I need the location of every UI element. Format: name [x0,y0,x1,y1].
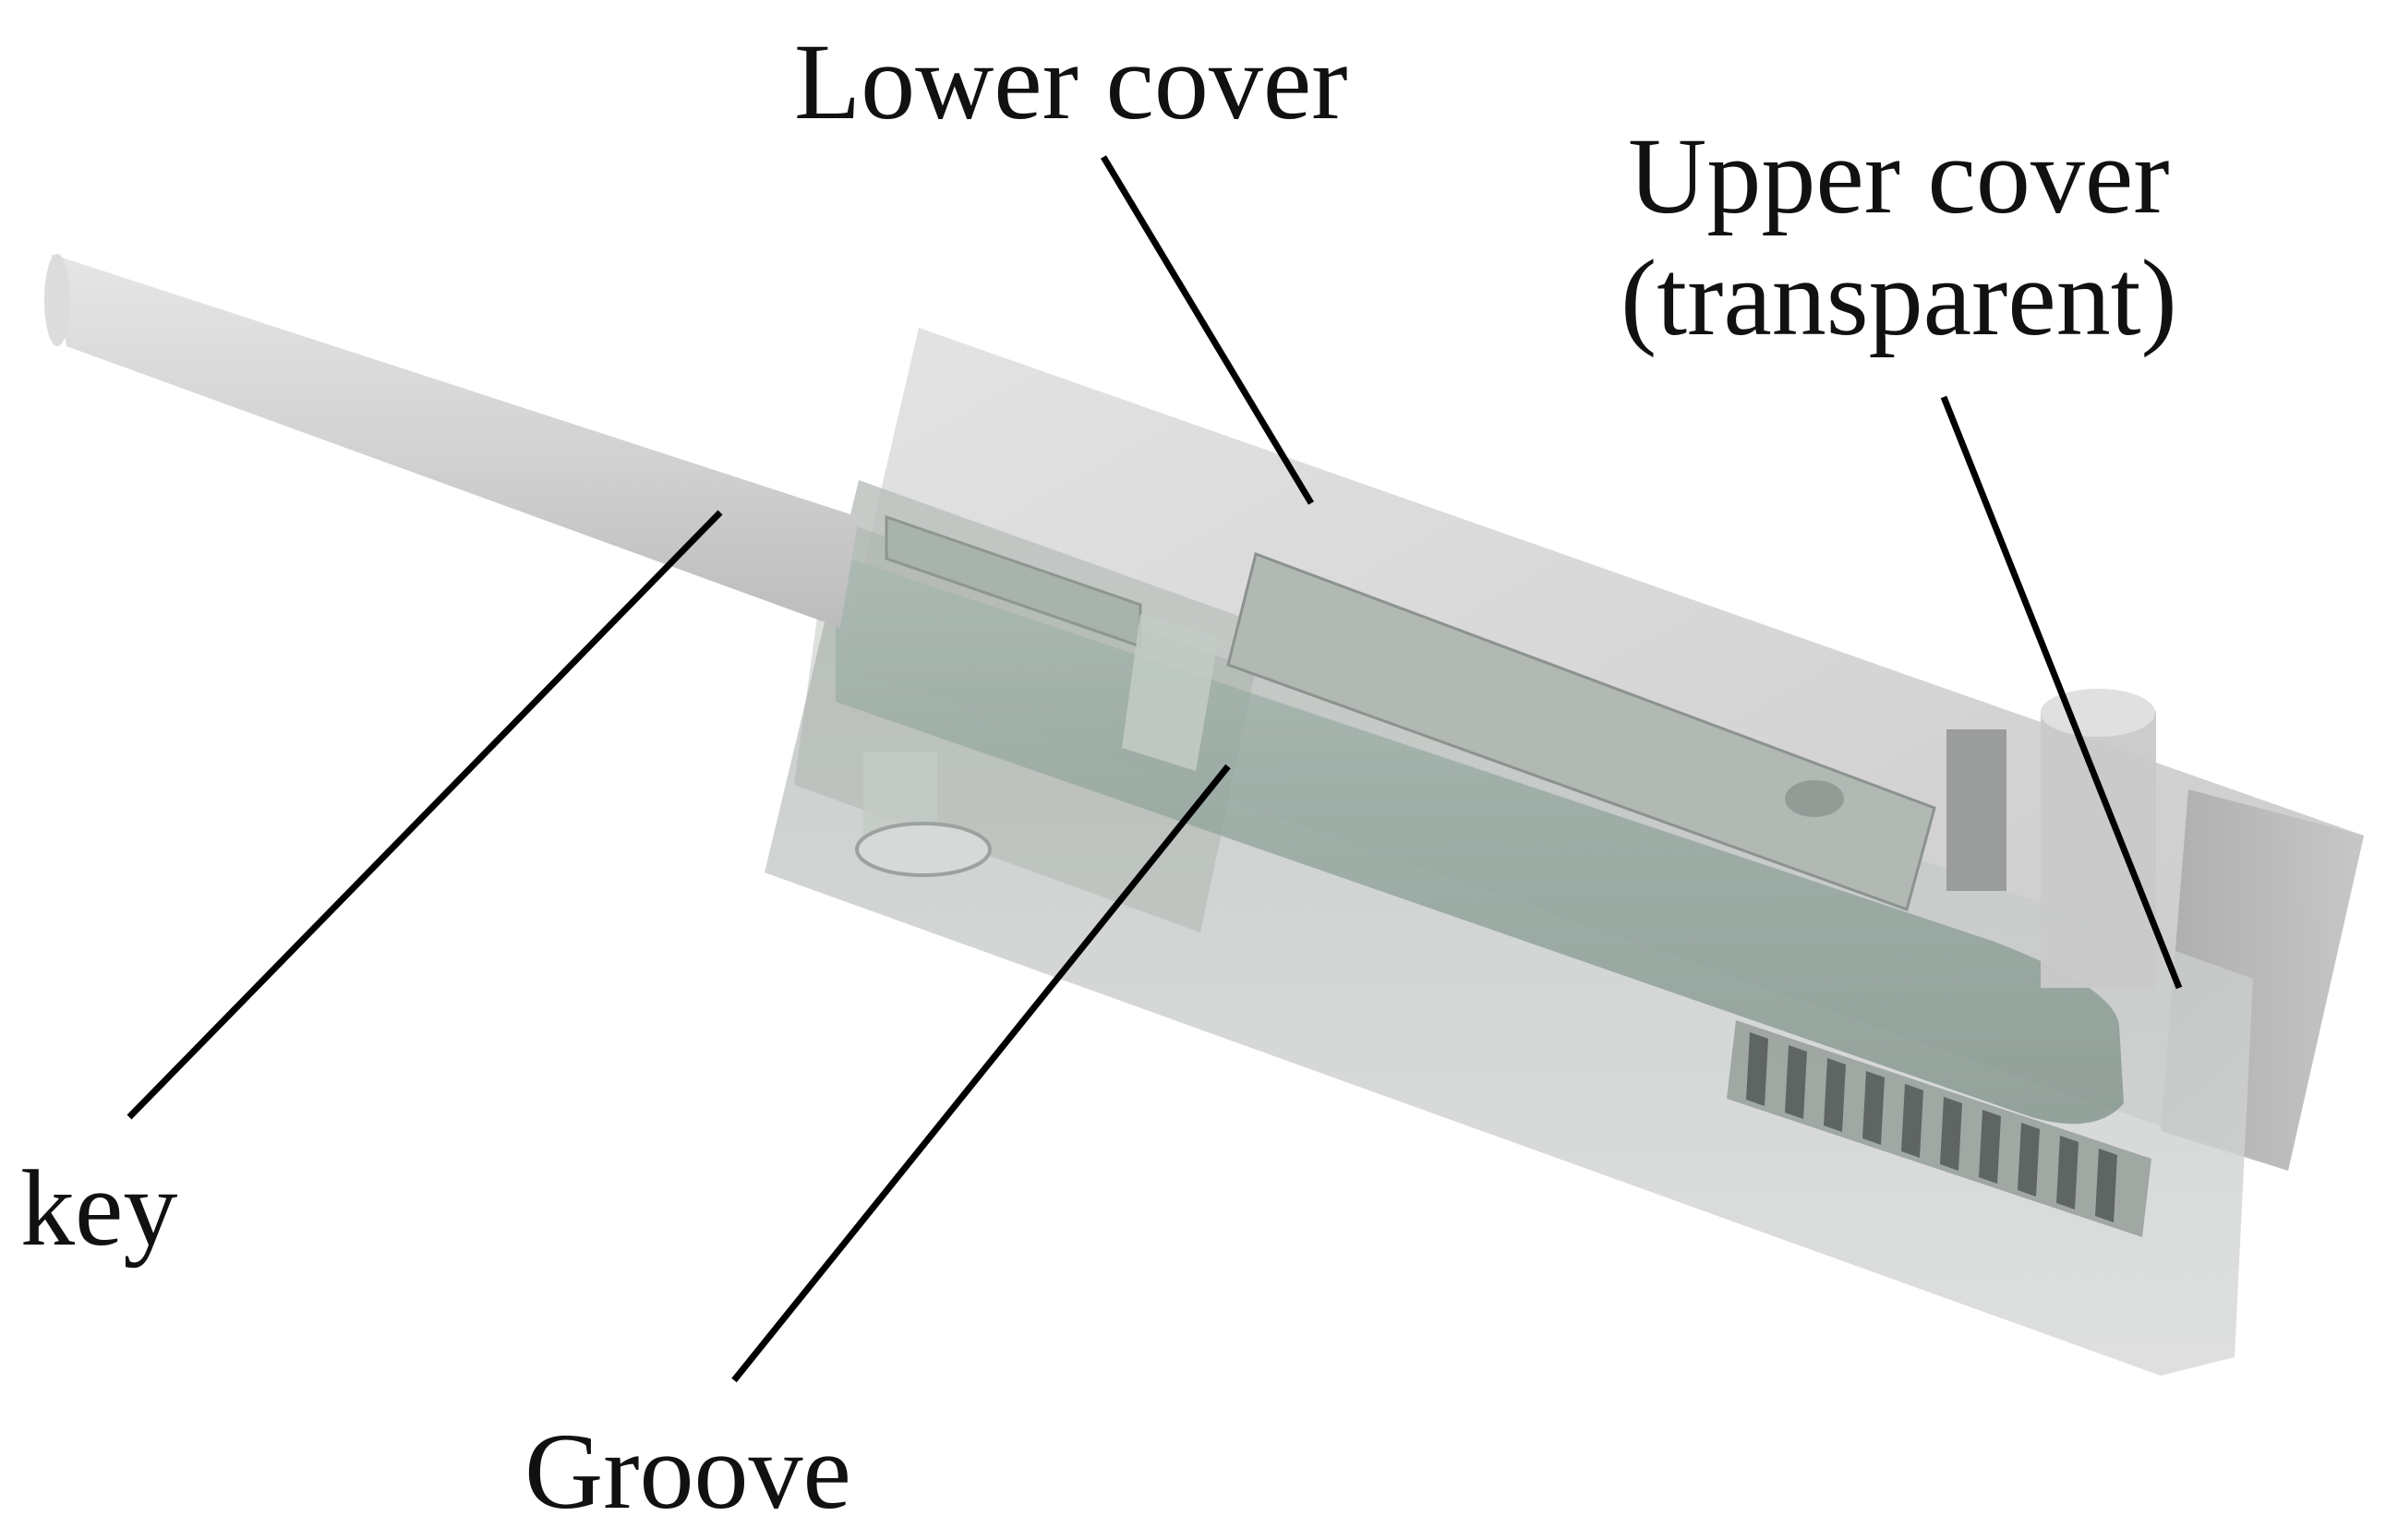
comb-tooth [1940,1097,1962,1171]
leader-key [127,510,723,1120]
key-rod-shaft [51,254,859,628]
upper-cover-label-line2: (transparent) [1621,237,2177,359]
comb-tooth [1979,1110,2001,1184]
groove-label: Groove [524,1411,851,1532]
leader-upper-cover [1940,395,2183,990]
comb-tooth [1746,1032,1768,1106]
side-post-top [855,822,992,877]
pin-cylinder-top [2041,689,2155,737]
leader-lines [127,155,2183,1383]
comb-tooth [2018,1123,2040,1197]
comb-tooth [1785,1045,1807,1119]
comb-tooth [1824,1058,1846,1132]
leader-lower-cover [1100,155,1315,505]
key-rod-end [44,254,70,346]
side-post [855,752,992,877]
upper-cover-label-line1: Upper cover [1628,115,2170,236]
pin-cylinder [2041,711,2156,988]
groove-main-slot [1226,552,1936,911]
comb-teeth-group [1746,1032,2117,1222]
key-label: key [20,1148,178,1269]
pin-post [1946,729,2006,891]
groove-channel [836,514,2124,1125]
comb-tooth [1862,1071,1885,1145]
comb-tooth [2095,1149,2117,1222]
comb-tooth [1901,1084,1923,1158]
groove-hole [1785,780,1844,817]
leader-groove [731,764,1231,1383]
upper-cover-label: Upper cover (transparent) [1621,115,2177,359]
lower-cover-label: Lower cover [794,21,1348,142]
groove-ring [1122,614,1219,771]
comb-tooth [2056,1136,2079,1209]
key-rod [44,254,859,628]
comb-teeth [1727,1020,2151,1237]
pin-assembly [1946,689,2156,988]
